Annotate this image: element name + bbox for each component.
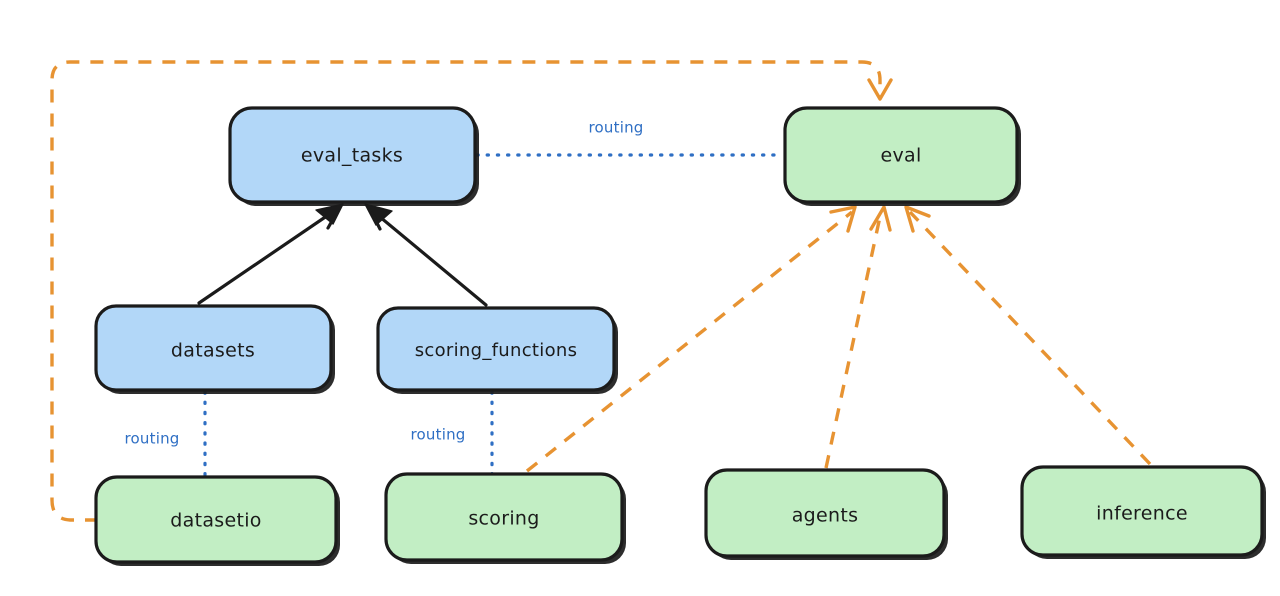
edge-datasets-to-eval-tasks bbox=[197, 203, 344, 305]
node-scoring-functions[interactable]: scoring_functions bbox=[376, 306, 618, 394]
edge-label-routing-datasetio: routing bbox=[125, 430, 180, 448]
node-agents-label: agents bbox=[792, 505, 859, 527]
edge-datasetio-to-eval bbox=[50, 60, 893, 522]
edge-inference-to-eval bbox=[904, 205, 1152, 466]
node-inference[interactable]: inference bbox=[1020, 465, 1266, 559]
node-scoring-functions-label: scoring_functions bbox=[415, 340, 578, 361]
edge-scoring-to-eval bbox=[525, 205, 857, 473]
node-datasetio[interactable]: datasetio bbox=[94, 475, 340, 566]
edge-agents-to-eval bbox=[824, 205, 892, 469]
node-scoring[interactable]: scoring bbox=[384, 472, 626, 564]
node-eval-tasks[interactable]: eval_tasks bbox=[228, 106, 479, 206]
node-eval[interactable]: eval bbox=[783, 106, 1021, 206]
edge-label-routing-scoring: routing bbox=[411, 426, 466, 444]
node-inference-label: inference bbox=[1096, 503, 1188, 525]
node-eval-tasks-label: eval_tasks bbox=[301, 145, 403, 167]
edge-label-routing-eval: routing bbox=[589, 119, 644, 137]
node-datasets[interactable]: datasets bbox=[94, 304, 335, 394]
node-datasetio-label: datasetio bbox=[170, 510, 261, 532]
node-agents[interactable]: agents bbox=[704, 468, 948, 560]
node-eval-label: eval bbox=[880, 145, 921, 167]
edge-scoring-functions-to-eval-tasks bbox=[364, 203, 488, 307]
node-scoring-label: scoring bbox=[468, 508, 539, 530]
node-datasets-label: datasets bbox=[171, 340, 255, 362]
